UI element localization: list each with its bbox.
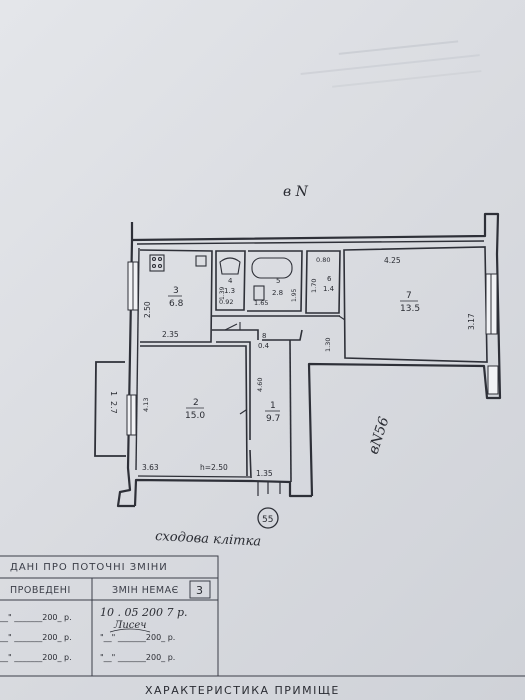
row-1-right: 10 . 05 200 7 р. [100,606,188,619]
row-2-right: "__" _______200_ р. [100,633,175,642]
dim-195: 1.95 [291,288,298,302]
room-6-number: 6 [327,275,332,283]
row-3-right: "__" _______200_ р. [100,653,175,662]
dim-460: 4.60 [256,378,264,392]
wall-room-4 [215,250,246,311]
table-title: ДАНІ ПРО ПОТОЧНІ ЗМІНИ [10,562,168,573]
stair-number-circle [257,507,279,529]
box-number: 3 [196,584,203,597]
dim-135: 1.35 [256,469,273,478]
room-5-number: 5 [276,277,280,285]
row-3-left: __" _______200_ р. [0,653,72,662]
toilet-icon [219,257,241,275]
orientation-label: в N [283,184,309,200]
balcony-number: 1 [109,391,118,396]
room-7-number: 7 [406,291,412,301]
outer-wall-bottom [133,478,253,507]
bottom-heading: ХАРАКТЕРИСТИКА ПРИМІЩЕ [145,684,340,697]
stair-number: 55 [262,515,273,525]
dim-413: 4.13 [142,398,150,412]
column-header-no-changes: ЗМІН НЕМАЄ [112,585,179,596]
column-header-conducted: ПРОВЕДЕНІ [10,585,71,596]
balcony-area: 2.7 [109,401,118,414]
room-8-number: 8 [262,332,266,340]
dim-h250: h=2.50 [200,463,228,472]
wall-room-5 [247,250,303,312]
dim-130: 1.30 [324,338,332,352]
room-8-area: 0.4 [258,342,270,350]
bathtub-icon [251,257,293,279]
dim-363: 3.63 [142,463,159,472]
room-4-number: 4 [228,277,233,285]
row-1-left: __" _______200_ р. [0,613,72,622]
dim-080: 0.80 [316,256,330,264]
room-4-area: 1.3 [224,287,235,295]
room-2-number: 2 [193,398,199,408]
room-6-area: 1.4 [323,285,335,293]
balcony [94,361,126,457]
row-2-left: __" _______200_ р. [0,633,72,642]
dim-165: 1.65 [254,299,268,307]
changes-table: ДАНІ ПРО ПОТОЧНІ ЗМІНИ ПРОВЕДЕНІ ЗМІН НЕ… [0,555,525,677]
room-5-area: 2.8 [272,289,283,297]
dim-317: 3.17 [467,313,476,330]
stove-icon [149,254,165,272]
stair-label: сходова клітка [155,529,262,550]
room-3-area: 6.8 [169,299,184,309]
basin-icon [253,285,265,301]
room-2-area: 15.0 [185,411,205,421]
outer-wall-top [130,212,500,255]
dim-170: 1.70 [310,279,318,293]
dim-250: 2.50 [143,301,152,318]
dim-425: 4.25 [384,256,401,265]
room-3-number: 3 [173,286,179,296]
wall-room-3 [139,249,213,343]
outer-wall-right [307,253,502,497]
dim-139: 1.39 [219,286,226,300]
room-7-area: 13.5 [400,304,420,314]
neighbor-label: вN56 [366,415,393,456]
wall-room-7 [343,246,488,363]
sink-icon [195,255,207,267]
wall-room-2 [140,345,248,477]
room-1-area: 9.7 [266,414,280,424]
dim-092: 0.92 [219,298,233,306]
dim-235: 2.35 [162,330,179,339]
signature: Лисеч [113,620,147,631]
wall-room-6 [305,250,341,314]
room-1-number: 1 [270,401,276,411]
